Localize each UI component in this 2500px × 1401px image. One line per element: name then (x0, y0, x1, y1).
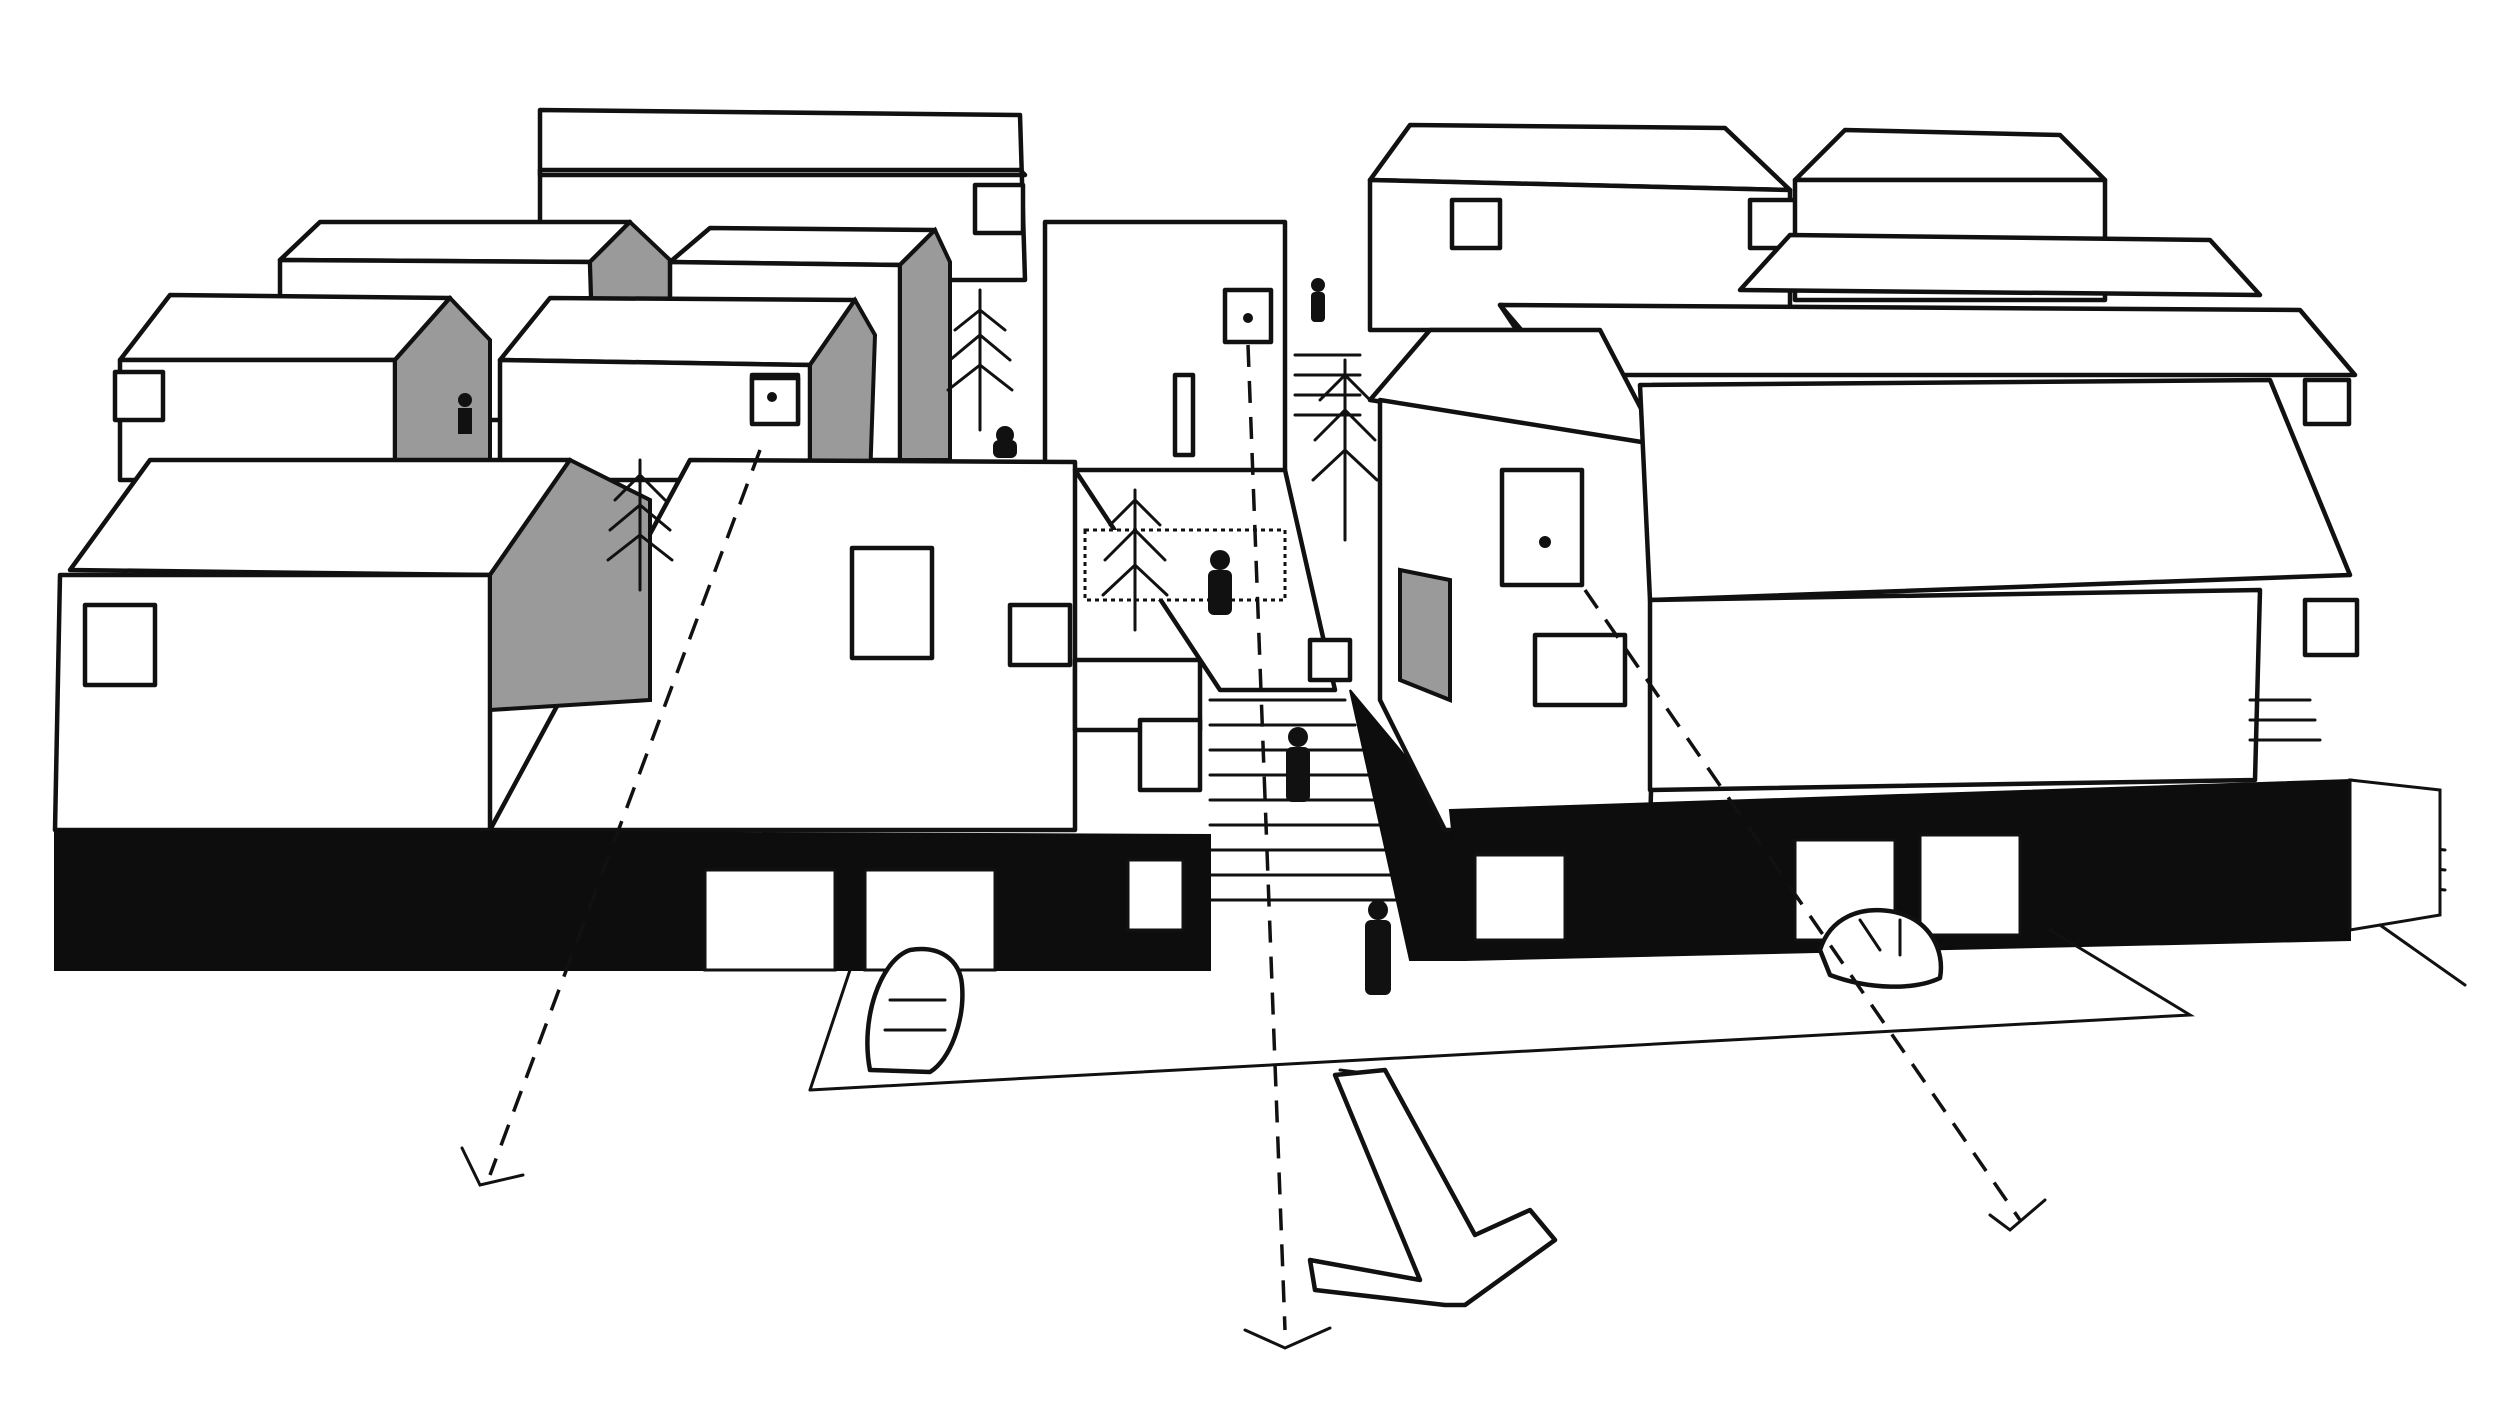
ground-band-left (54, 828, 1211, 972)
building-mid-center-left (497, 295, 878, 483)
ground-band-right (1448, 778, 2442, 962)
building-front-left (52, 457, 1078, 833)
view-arrow-right (1583, 589, 2047, 1232)
view-arrow-center (1243, 344, 1332, 1350)
building-mid-left (112, 292, 492, 483)
car-right (1817, 907, 1944, 989)
building-back-right-gable (1367, 122, 1801, 333)
building-center-tower (1042, 219, 1288, 475)
building-front-right (1307, 302, 2447, 892)
view-arrows (460, 344, 2047, 1350)
circulation-arrow (1307, 1067, 1558, 1308)
view-arrow-left (460, 375, 801, 1187)
central-stair (1072, 353, 1467, 961)
pedestrians (993, 278, 1391, 995)
building-back-far-right (1737, 127, 2263, 303)
car-left (865, 946, 965, 1075)
